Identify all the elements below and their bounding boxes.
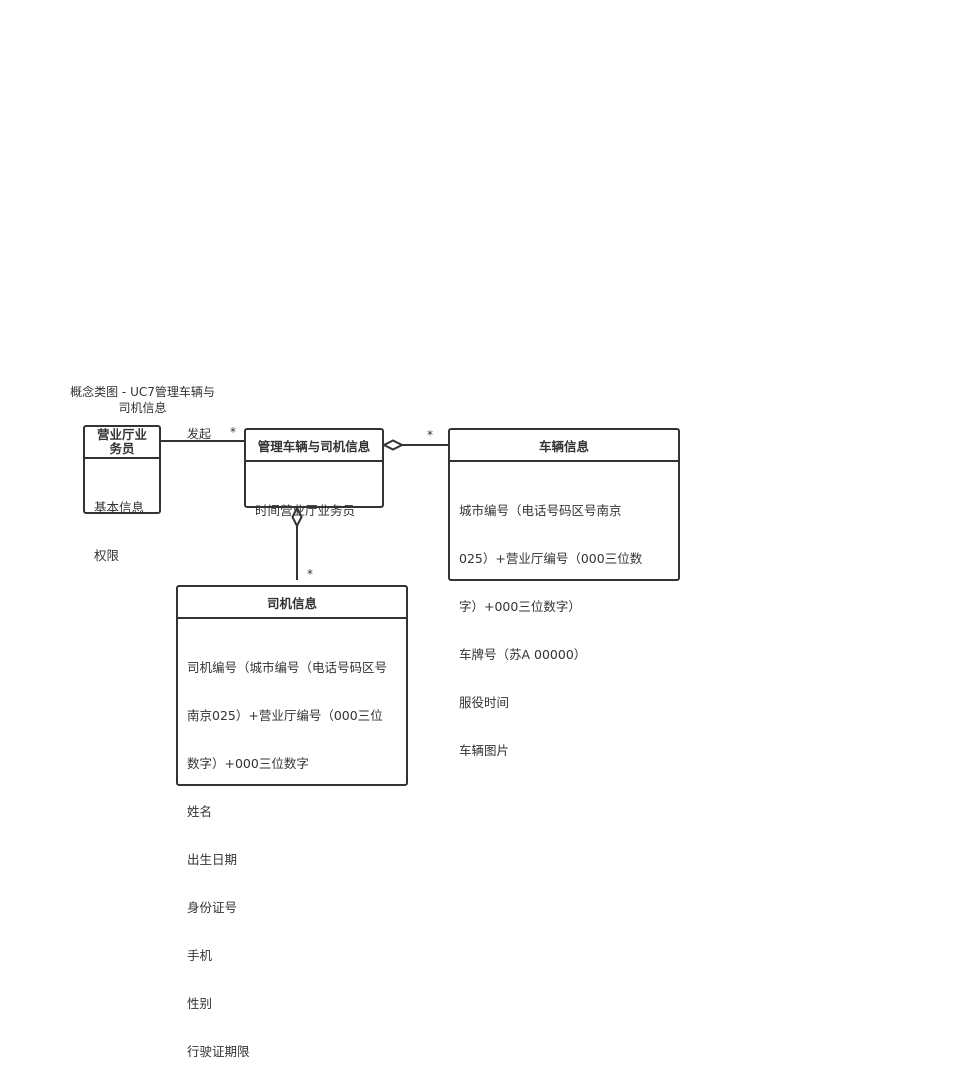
- driver-multiplicity: *: [307, 567, 313, 581]
- attribute: 车牌号（苏A 00000）: [459, 647, 587, 662]
- class-clerk-attributes: 基本信息 权限: [85, 459, 159, 596]
- connector-layer: [160, 439, 449, 580]
- class-driver-title: 司机信息: [266, 595, 317, 611]
- attribute: 时间营业厅业务员: [255, 503, 356, 518]
- class-vehicle-attributes: 城市编号（电话号码区号南京 025）+营业厅编号（000三位数 字）+000三位…: [450, 462, 678, 791]
- class-manage-header: 管理车辆与司机信息: [246, 430, 382, 462]
- initiate-label: 发起: [187, 427, 212, 441]
- attribute: 性别: [187, 996, 213, 1011]
- attribute: 025）+营业厅编号（000三位数: [459, 551, 643, 566]
- class-vehicle-header: 车辆信息: [450, 430, 678, 462]
- attribute: 行驶证期限: [187, 1044, 250, 1059]
- attribute: 出生日期: [187, 852, 238, 867]
- attribute: 南京025）+营业厅编号（000三位: [187, 708, 383, 723]
- class-vehicle-title: 车辆信息: [538, 438, 589, 454]
- caption-line-1: 概念类图 - UC7管理车辆与: [70, 385, 215, 399]
- attribute: 字）+000三位数字）: [459, 599, 581, 614]
- class-vehicle[interactable]: 车辆信息 城市编号（电话号码区号南京 025）+营业厅编号（000三位数 字）+…: [448, 428, 680, 758]
- vehicle-multiplicity: *: [427, 428, 433, 442]
- attribute: 基本信息: [94, 500, 145, 515]
- attribute: 身份证号: [187, 900, 238, 915]
- class-clerk-title-line1: 营业厅业: [96, 427, 147, 442]
- attribute: 服役时间: [459, 695, 510, 710]
- attribute: 数字）+000三位数字: [187, 756, 309, 771]
- initiate-multiplicity: *: [230, 425, 236, 439]
- attribute: 手机: [187, 948, 213, 963]
- attribute: 权限: [94, 548, 120, 563]
- attribute: 城市编号（电话号码区号南京: [459, 503, 622, 518]
- class-clerk-title-line2: 务员: [109, 441, 135, 456]
- class-driver-header: 司机信息: [178, 587, 406, 619]
- attribute: 司机编号（城市编号（电话号码区号: [187, 660, 388, 675]
- class-clerk[interactable]: 营业厅业 务员 基本信息 权限: [83, 425, 161, 563]
- diagram-caption: 概念类图 - UC7管理车辆与 司机信息: [60, 384, 225, 416]
- class-driver-attributes: 司机编号（城市编号（电话号码区号 南京025）+营业厅编号（000三位 数字）+…: [178, 619, 406, 1092]
- vehicle-aggregation-diamond: [381, 439, 405, 451]
- class-manage-attributes: 时间营业厅业务员: [246, 462, 382, 551]
- driver-aggregation-diamond: [291, 505, 303, 529]
- class-driver[interactable]: 司机信息 司机编号（城市编号（电话号码区号 南京025）+营业厅编号（000三位…: [176, 585, 408, 1059]
- attribute: 车辆图片: [459, 743, 510, 758]
- attribute: 姓名: [187, 804, 213, 819]
- class-manage[interactable]: 管理车辆与司机信息 时间营业厅业务员: [244, 428, 384, 518]
- class-clerk-header: 营业厅业 务员: [85, 427, 159, 459]
- class-manage-title: 管理车辆与司机信息: [257, 438, 371, 454]
- caption-line-2: 司机信息: [118, 401, 167, 415]
